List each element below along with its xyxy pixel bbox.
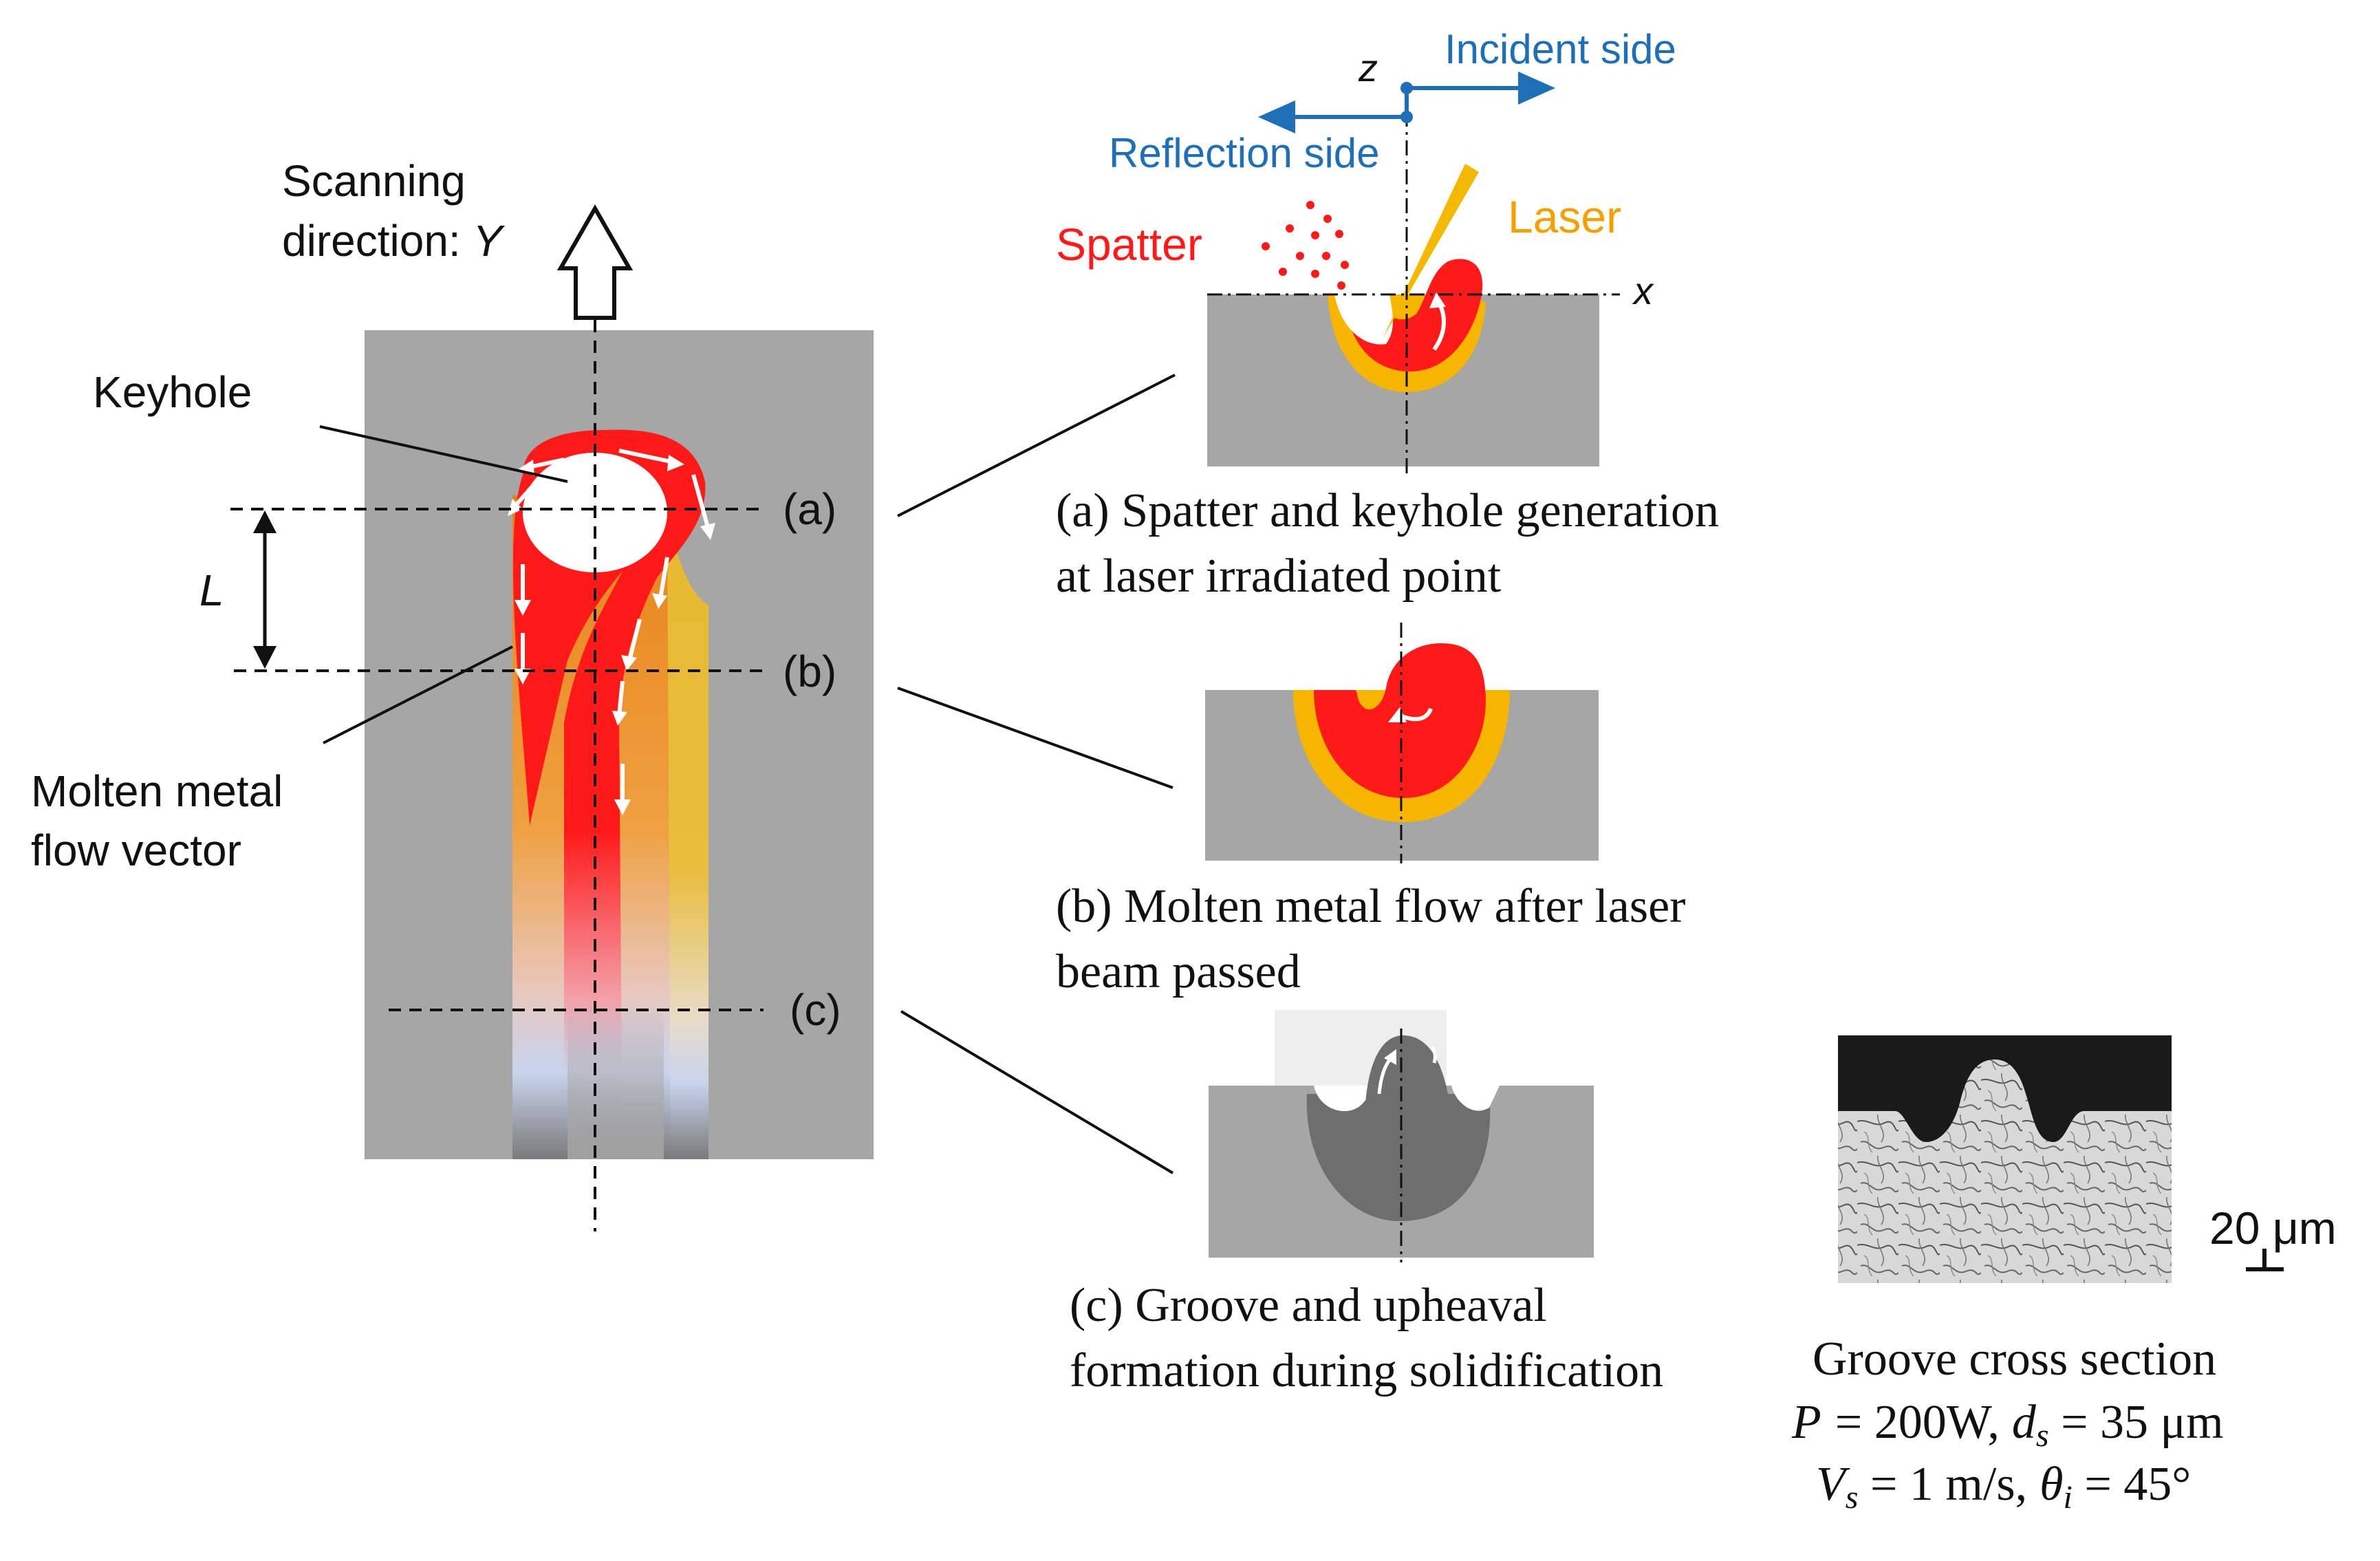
length-label: L: [199, 566, 224, 615]
caption-b-line1: (b) Molten metal flow after laser: [1056, 880, 1685, 933]
spatter-dot: [1262, 242, 1270, 250]
angle-subscript: i: [2063, 1479, 2072, 1516]
spatter-label: Spatter: [1056, 219, 1202, 270]
flow-arrowheads: [508, 455, 715, 815]
keyhole-leader: [319, 425, 568, 483]
yellow-zone: [667, 523, 708, 1159]
spatter-dot: [1306, 201, 1315, 209]
connector-c: [900, 1010, 1174, 1174]
flow-arrowhead: [621, 655, 637, 671]
marker-c: (c): [790, 985, 841, 1035]
cross-section-c: (c) Groove and upheaval formation during…: [1070, 1010, 1663, 1397]
spatter-dot: [1335, 230, 1343, 238]
scale-label: 20 μm: [2209, 1203, 2337, 1253]
scanning-label-line1: Scanning: [282, 156, 466, 206]
flow-arrow: [658, 557, 669, 599]
flow-arrowhead: [515, 669, 531, 685]
cross-section-a: z x Incident side Reflection side Spatte…: [1056, 26, 1719, 603]
spatter-dot: [1296, 252, 1304, 260]
flow-arrow: [627, 618, 642, 661]
laser-label: Laser: [1508, 191, 1621, 242]
spot-value: = 35 μm: [2049, 1396, 2224, 1449]
connector-a: [897, 374, 1176, 517]
flow-arrowhead: [508, 499, 523, 516]
solidified-track: [567, 1004, 664, 1159]
groove-right: [1451, 1086, 1500, 1111]
reflection-label: Reflection side: [1109, 130, 1380, 176]
caption-a-line2: at laser irradiated point: [1056, 550, 1502, 603]
spatter-dot: [1322, 252, 1330, 260]
groove-left: [1314, 1086, 1370, 1112]
connector-b: [897, 687, 1173, 789]
power-value: = 200W,: [1835, 1396, 2000, 1449]
flow-leader: [323, 645, 513, 744]
speed-symbol: V: [1816, 1458, 1850, 1511]
param-line-1: P = 200W,ds = 35 μm: [1791, 1396, 2224, 1454]
param-line-2: Vs = 1 m/s,θi = 45°: [1816, 1458, 2191, 1516]
top-view-panel: Scanning direction: Y Keyhole L Molten m…: [31, 156, 874, 1231]
power-symbol: P: [1791, 1396, 1821, 1449]
marker-b: (b): [783, 647, 836, 696]
marker-a: (a): [783, 484, 836, 534]
z-axis-label: z: [1358, 46, 1378, 89]
spatter-dot: [1311, 270, 1319, 278]
flow-arrow: [618, 449, 675, 464]
upheaval-c: [1365, 1035, 1448, 1108]
speed-value: = 1 m/s,: [1858, 1458, 2027, 1511]
caption-c-line2: formation during solidification: [1070, 1344, 1663, 1397]
length-arrowhead-top: [253, 510, 277, 533]
spatter-dot: [1311, 231, 1319, 239]
flow-arrowhead: [515, 600, 531, 616]
origin-dot: [1400, 82, 1413, 94]
flow-arrowhead: [652, 593, 667, 609]
angle-symbol: θ: [2040, 1458, 2063, 1511]
spatter-dot: [1279, 268, 1287, 276]
scanning-axis-label: Y: [473, 216, 505, 266]
incident-label: Incident side: [1445, 26, 1676, 72]
keyhole-label: Keyhole: [93, 367, 252, 417]
origin-dot: [1400, 111, 1413, 123]
scanning-label-text: direction:: [282, 216, 473, 266]
caption-b-line2: beam passed: [1056, 945, 1301, 998]
angle-value: = 45°: [2073, 1458, 2191, 1511]
flow-arrow: [617, 680, 625, 716]
micrograph-panel: 20 μm Groove cross section P= 200W,ds = …: [1791, 1035, 2337, 1516]
cross-section-b: (b) Molten metal flow after laser beam p…: [1056, 623, 1685, 998]
scale-value: 20: [2209, 1203, 2260, 1253]
flow-label-line2: flow vector: [31, 826, 241, 875]
flow-arrowhead: [667, 455, 684, 471]
speed-subscript: s: [1846, 1479, 1859, 1516]
scanning-arrow-icon: [556, 204, 634, 320]
length-arrowhead-bottom: [253, 646, 277, 669]
solidified-zone-c: [1306, 1094, 1491, 1221]
caption-c-line1: (c) Groove and upheaval: [1070, 1279, 1547, 1332]
caption-a-line1: (a) Spatter and keyhole generation: [1056, 484, 1719, 537]
micrograph-dark-region: [1838, 1035, 2172, 1142]
spatter-dot: [1337, 281, 1345, 290]
keyhole-a: [1334, 294, 1393, 345]
flow-arrowhead: [612, 711, 627, 726]
flow-arrowhead-c1: [1384, 1049, 1396, 1065]
spatter-dot: [1286, 224, 1294, 233]
x-axis-label: x: [1632, 269, 1654, 312]
spot-symbol: d: [2012, 1396, 2037, 1449]
flow-label-line1: Molten metal: [31, 766, 283, 816]
flow-arrowhead: [614, 799, 631, 815]
spatter-dot: [1341, 261, 1349, 269]
scale-unit: μm: [2260, 1203, 2336, 1253]
molten-pool: [512, 429, 706, 1159]
spatter-particles: [1262, 201, 1349, 290]
spatter-dot: [1323, 215, 1332, 223]
micrograph-title: Groove cross section: [1813, 1333, 2216, 1386]
flow-arrow-c2: [1430, 1046, 1437, 1064]
flow-arrow: [691, 474, 711, 530]
spot-subscript: s: [2036, 1417, 2049, 1454]
scanning-label-line2: direction: Y: [282, 216, 505, 266]
flow-arrowhead: [700, 523, 715, 540]
flow-arrowhead-a: [1429, 292, 1446, 308]
